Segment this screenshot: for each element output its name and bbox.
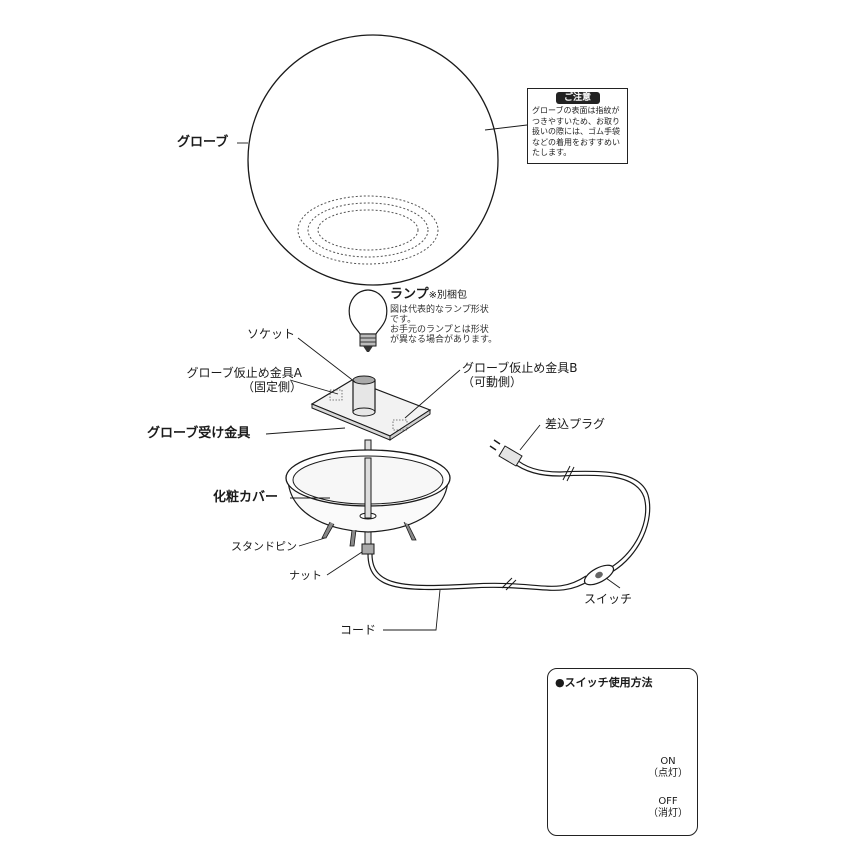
lamp-separate-note: ※別梱包 (428, 290, 468, 301)
inline-switch (583, 564, 615, 586)
caution-text: グローブの表面は指紋が つきやすいため、お取り 扱いの際には、ゴム手袋 などの着… (532, 106, 620, 157)
bracket-a-name: グローブ仮止め金具A (186, 366, 303, 380)
label-plug: 差込プラグ (545, 417, 606, 431)
switch-howto-title: ●スイッチ使用方法 (555, 676, 653, 689)
label-cord: コード (340, 623, 377, 637)
label-cover: 化粧カバー (213, 490, 279, 505)
lamp-title: ランプ (390, 287, 429, 302)
caution-box: ご注意 グローブの表面は指紋が つきやすいため、お取り 扱いの際には、ゴム手袋 … (527, 88, 628, 164)
bracket-a-side: （固定側） (242, 380, 303, 394)
stand-pins (321, 521, 417, 547)
caution-leader (484, 124, 528, 131)
switch-on-label: ON (660, 756, 676, 767)
switch-off-state: OFF （消灯） (648, 796, 688, 820)
label-bracket-b: グローブ仮止め金具B （可動側） (462, 361, 578, 389)
switch-howto-box: ●スイッチ使用方法 ON （点灯） OFF （消灯） (547, 668, 698, 836)
socket (352, 375, 376, 417)
leader-lines (237, 142, 621, 631)
label-bracket-a: グローブ仮止め金具A （固定側） (180, 366, 303, 394)
bracket-b-side: （可動側） (462, 375, 523, 389)
lamp-bulb (348, 289, 388, 352)
label-lamp: ランプ※別梱包 (390, 288, 467, 303)
label-socket: ソケット (247, 327, 296, 341)
lamp-shape-note: 図は代表的なランプ形状 です。 お手元のランプとは形状 が異なる場合があります。 (390, 305, 498, 345)
label-globe-receiver: グローブ受け金具 (147, 426, 251, 441)
nut (361, 543, 375, 555)
plug (489, 439, 523, 467)
switch-off-sub: （消灯） (648, 808, 688, 819)
cord (367, 457, 651, 591)
decorative-cover-dish (285, 449, 451, 533)
label-switch: スイッチ (584, 592, 633, 606)
switch-on-state: ON （点灯） (648, 756, 688, 780)
caution-tag: ご注意 (555, 92, 600, 104)
label-stand-pin: スタンドピン (231, 540, 297, 553)
switch-on-sub: （点灯） (648, 768, 688, 779)
label-globe: グローブ (177, 135, 229, 150)
label-nut: ナット (289, 569, 322, 582)
globe-sphere (247, 34, 499, 286)
switch-off-label: OFF (658, 796, 678, 807)
bracket-b-name: グローブ仮止め金具B (462, 361, 578, 375)
